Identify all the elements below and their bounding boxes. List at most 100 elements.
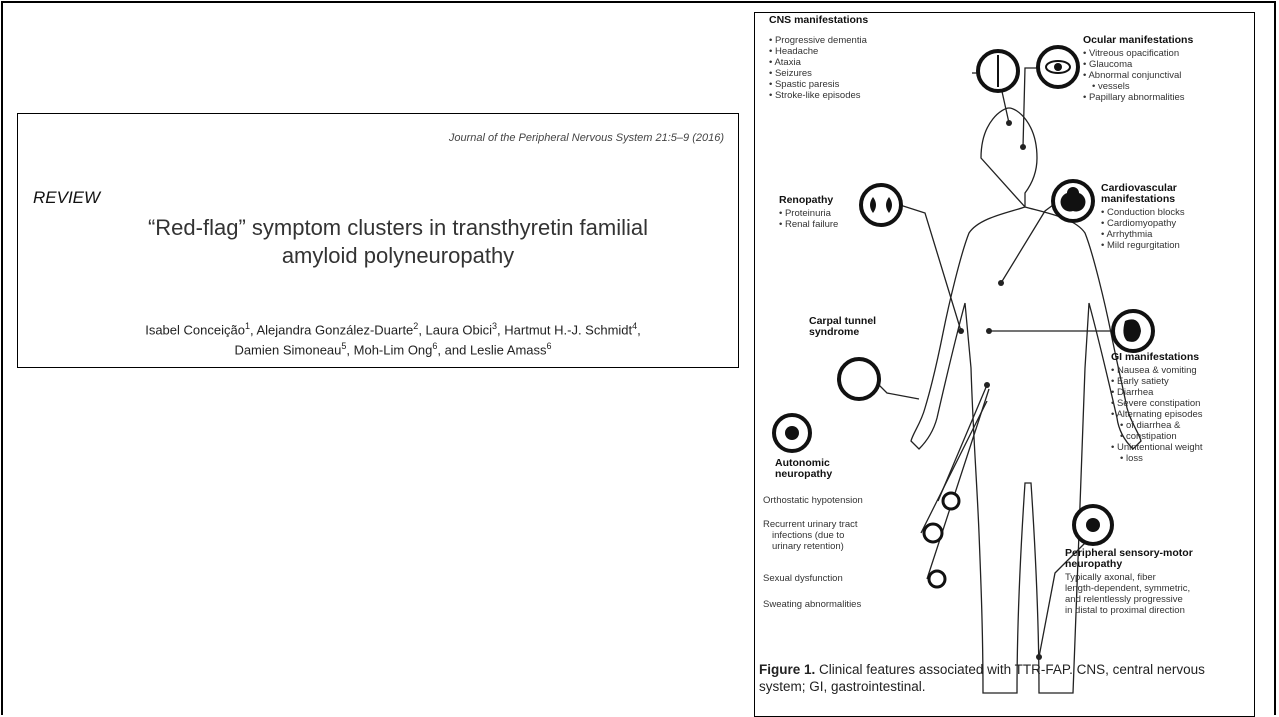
author-name: Laura Obici — [426, 322, 492, 337]
bladder-icon — [924, 524, 942, 542]
renal-heading: Renopathy — [779, 195, 838, 206]
cardio-item: Cardiomyopathy — [1101, 218, 1185, 229]
kidney-icon — [861, 185, 901, 225]
gi-item: Severe constipation — [1111, 398, 1203, 409]
ocular-item-continued: vessels — [1083, 81, 1193, 92]
gi-item: Alternating episodes — [1111, 409, 1203, 420]
cns-item: Stroke-like episodes — [769, 90, 868, 101]
autonomic-dot — [984, 382, 990, 388]
author-name: Isabel Conceição — [145, 322, 245, 337]
ocular-list: Vitreous opacification Glaucoma Abnormal… — [1083, 48, 1193, 103]
title-line-2: amyloid polyneuropathy — [58, 242, 738, 270]
psm-line: and relentlessly progressive — [1065, 594, 1193, 605]
ocular-label: Ocular manifestations Vitreous opacifica… — [1083, 35, 1193, 103]
author-line-1: Isabel Conceição1, Alejandra González-Du… — [48, 318, 738, 338]
section-label: REVIEW — [33, 188, 100, 208]
figure-caption: Figure 1. Clinical features associated w… — [759, 661, 1251, 695]
paper-title: “Red-flag” symptom clusters in transthyr… — [18, 214, 738, 270]
author-list: Isabel Conceição1, Alejandra González-Du… — [18, 318, 738, 359]
ocular-item: Papillary abnormalities — [1083, 92, 1193, 103]
gi-item: Early satiety — [1111, 376, 1203, 387]
autonomic-connector-2 — [921, 401, 987, 533]
author-name: Alejandra González-Duarte — [256, 322, 413, 337]
psm-line: length-dependent, symmetric, — [1065, 583, 1193, 594]
cardio-item: Conduction blocks — [1101, 207, 1185, 218]
renal-item: Renal failure — [779, 219, 838, 230]
cns-heading: CNS manifestations — [769, 15, 868, 26]
cardio-connector — [1001, 205, 1053, 283]
cardio-dot — [998, 280, 1004, 286]
psm-dot — [1036, 654, 1042, 660]
neuron-body — [1086, 518, 1100, 532]
cns-dot — [1006, 120, 1012, 126]
author-separator: , — [418, 322, 425, 337]
author-separator: , — [346, 343, 353, 358]
gi-item: Unintentional weight — [1111, 442, 1203, 453]
ocular-item: Abnormal conjunctival — [1083, 70, 1193, 81]
cns-item: Ataxia — [769, 57, 868, 68]
eye-pupil — [1054, 63, 1062, 71]
gi-item: Diarrhea — [1111, 387, 1203, 398]
title-line-1: “Red-flag” symptom clusters in transthyr… — [58, 214, 738, 242]
author-name: Moh-Lim Ong — [354, 343, 433, 358]
ocular-item: Glaucoma — [1083, 59, 1193, 70]
autonomic-item-continued: infections (due to — [763, 530, 858, 541]
author-name: Leslie Amass — [470, 343, 547, 358]
renal-connector — [900, 205, 961, 331]
cns-item: Seizures — [769, 68, 868, 79]
gi-label: GI manifestations Nausea & vomiting Earl… — [1111, 352, 1203, 464]
figure-panel: CNS manifestations Progressive dementia … — [754, 12, 1255, 717]
author-separator: , — [637, 322, 641, 337]
cardio-item: Mild regurgitation — [1101, 240, 1185, 251]
icon-details — [785, 55, 1141, 532]
renal-label: Renopathy Proteinuria Renal failure — [779, 195, 838, 230]
cardio-label: Cardiovascular manifestations Conduction… — [1101, 183, 1185, 251]
cns-item: Progressive dementia — [769, 35, 868, 46]
cns-item: Headache — [769, 46, 868, 57]
autonomic-item-continued: urinary retention) — [763, 541, 858, 552]
autonomic-label: Autonomic neuropathy — [775, 458, 832, 480]
cns-item: Spastic paresis — [769, 79, 868, 90]
gi-item-continued: of diarrhea & — [1111, 420, 1203, 431]
caption-label: Figure 1. — [759, 662, 815, 677]
psm-line: Typically axonal, fiber — [1065, 572, 1193, 583]
paper-header: Journal of the Peripheral Nervous System… — [17, 113, 739, 368]
gi-item-continued: constipation — [1111, 431, 1203, 442]
gi-dot — [986, 328, 992, 334]
journal-citation: Journal of the Peripheral Nervous System… — [449, 132, 724, 144]
gi-heading: GI manifestations — [1111, 352, 1203, 363]
gi-item: Nausea & vomiting — [1111, 365, 1203, 376]
autonomic-heading-2: neuropathy — [775, 469, 832, 480]
cardio-heading-2: manifestations — [1101, 194, 1185, 205]
hand-icon — [839, 359, 879, 399]
caption-text: Clinical features associated with TTR-FA… — [759, 662, 1205, 694]
author-line-2: Damien Simoneau5, Moh-Lim Ong6, and Lesl… — [48, 338, 738, 358]
cardio-list: Conduction blocks Cardiomyopathy Arrhyth… — [1101, 207, 1185, 251]
psm-heading-2: neuropathy — [1065, 559, 1193, 570]
connector-dots — [958, 120, 1042, 660]
autonomic-item: Orthostatic hypotension — [763, 495, 863, 506]
nerve-shape — [785, 426, 799, 440]
autonomic-item-3: Sexual dysfunction — [763, 573, 843, 584]
author-name: Damien Simoneau — [234, 343, 341, 358]
carpal-label: Carpal tunnel syndrome — [809, 316, 876, 338]
author-separator: , and — [437, 343, 470, 358]
heart-small-icon — [943, 493, 959, 509]
ocular-item: Vitreous opacification — [1083, 48, 1193, 59]
ocular-dot — [1020, 144, 1026, 150]
autonomic-item-4: Sweating abnormalities — [763, 599, 861, 610]
carpal-heading-2: syndrome — [809, 327, 876, 338]
psm-label: Peripheral sensory-motor neuropathy Typi… — [1065, 548, 1193, 616]
gi-item-continued: loss — [1111, 453, 1203, 464]
autonomic-item: Sweating abnormalities — [763, 599, 861, 610]
renal-list: Proteinuria Renal failure — [779, 208, 838, 230]
autonomic-item: Recurrent urinary tract — [763, 519, 858, 530]
renal-item: Proteinuria — [779, 208, 838, 219]
gi-list: Nausea & vomiting Early satiety Diarrhea… — [1111, 365, 1203, 464]
ocular-connector — [1023, 68, 1039, 147]
cns-list: Progressive dementia Headache Ataxia Sei… — [769, 35, 868, 101]
autonomic-item-2: Recurrent urinary tract infections (due … — [763, 519, 858, 552]
autonomic-item: Sexual dysfunction — [763, 573, 843, 584]
author-affiliation: 6 — [547, 341, 552, 351]
cardio-item: Arrhythmia — [1101, 229, 1185, 240]
